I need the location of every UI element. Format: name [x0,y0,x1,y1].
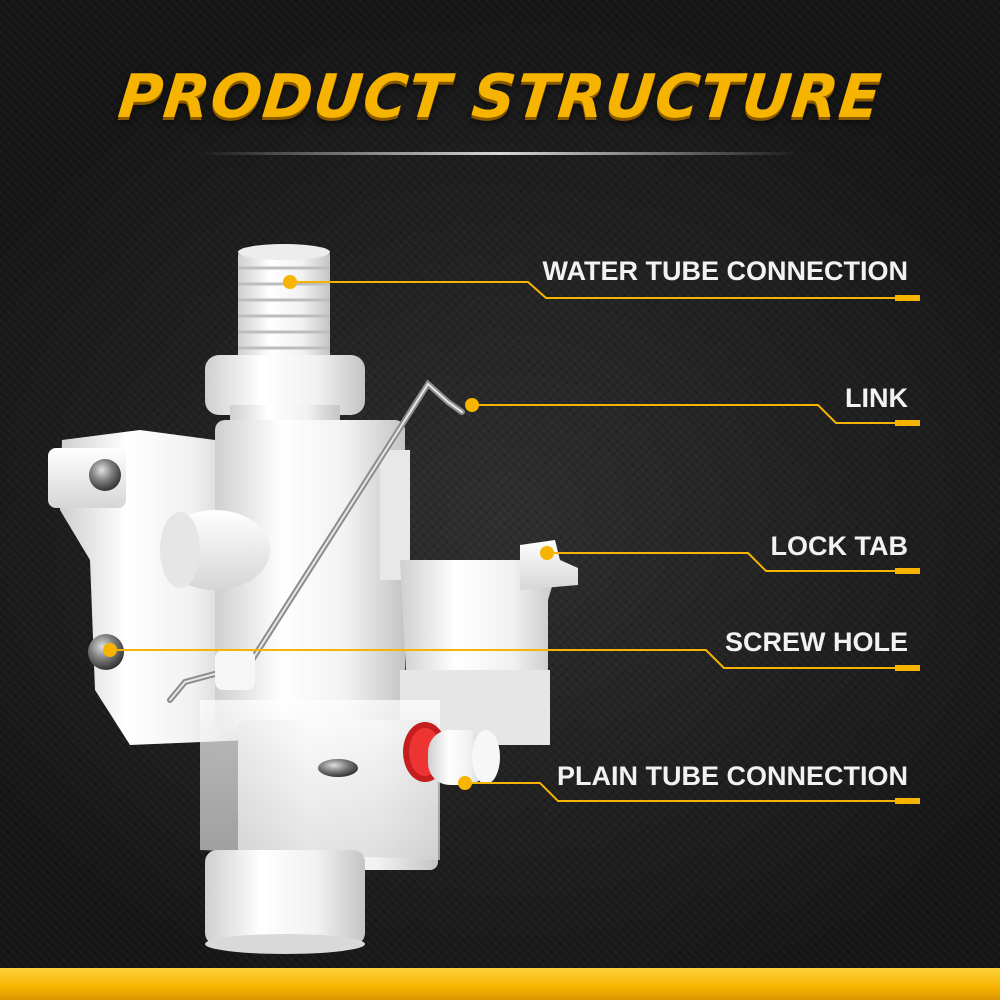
callout-line-link [472,404,920,424]
callout-dot-plain-tube [458,776,472,790]
title-underline [200,152,800,155]
callout-label-water-tube: WATER TUBE CONNECTION [542,256,909,286]
lower-screw [318,759,358,777]
callout-line-screw-hole [110,649,920,669]
callout-line-plain-tube [465,782,920,802]
callout-dot-link [465,398,479,412]
callout-line-lock-tab [547,552,920,572]
rod-clip [215,650,255,690]
callout-tick-link [895,420,920,426]
callout-label-lock-tab: LOCK TAB [770,531,908,561]
callout-tick-plain-tube [895,798,920,804]
callout-tick-water-tube [895,295,920,301]
callout-label-link: LINK [845,383,908,413]
upper-screw [89,459,121,491]
footer-accent-bar [0,968,1000,1000]
callout-tick-screw-hole [895,665,920,671]
callout-dot-water-tube [283,275,297,289]
callout-label-plain-tube: PLAIN TUBE CONNECTION [557,761,908,791]
plain-tube-nozzle [403,722,500,785]
callout-label-screw-hole: SCREW HOLE [724,627,908,657]
callout-line-water-tube [290,281,920,299]
callout-dot-screw-hole [103,643,117,657]
callout-dot-lock-tab [540,546,554,560]
callout-tick-lock-tab [895,568,920,574]
